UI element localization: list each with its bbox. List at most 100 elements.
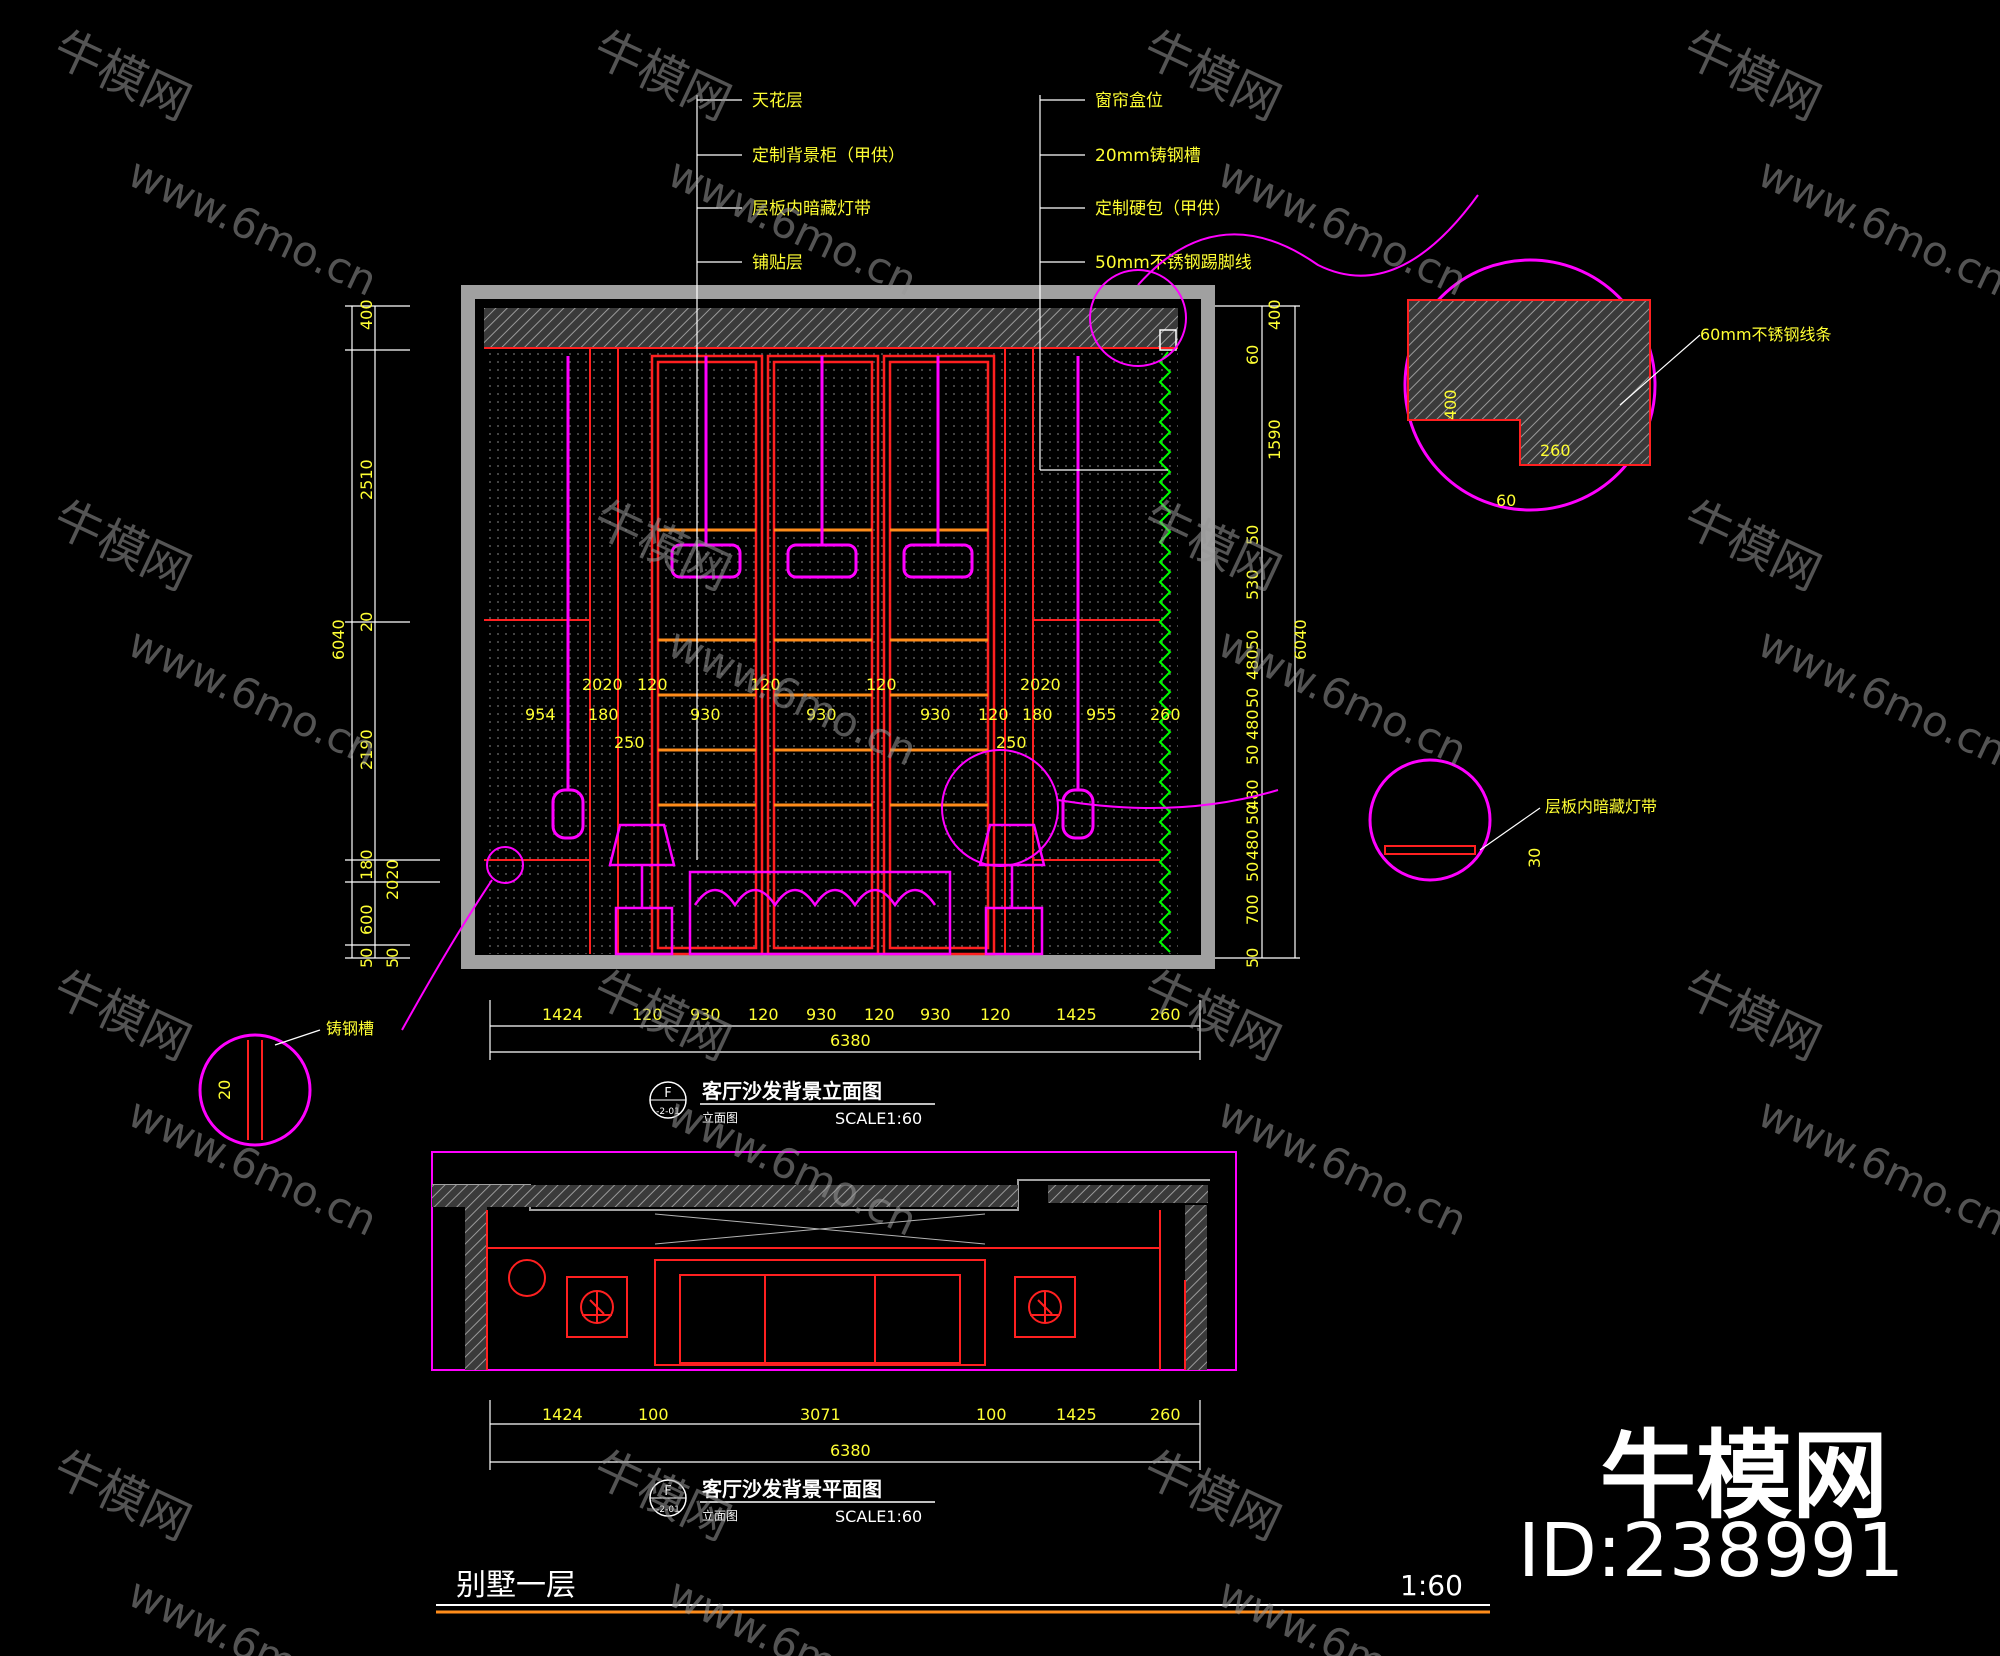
detail-left-dim-20: 20: [215, 1080, 234, 1100]
watermark-brand: 牛模网: [1675, 960, 1829, 1072]
ceiling-layer: [484, 308, 1178, 348]
watermark-brand: 牛模网: [45, 490, 199, 602]
dim-left-50a: 50: [357, 948, 376, 968]
leader-label-skirting: 50mm不锈钢踢脚线: [1095, 253, 1252, 273]
dim-bottom-1424: 1424: [542, 1005, 583, 1024]
dimension-chain-bottom-plan: [489, 1400, 1201, 1470]
dim-bottom-930b: 930: [806, 1005, 837, 1024]
dimension-text-inner: 2020 120 120 120 2020 954 180 930 930 93…: [525, 675, 1181, 752]
elevation-wall-surface: [484, 308, 1178, 954]
curtain-symbol: [1158, 351, 1172, 953]
dim-right-50f: 50: [1243, 862, 1262, 882]
watermark-brand: 牛模网: [45, 1440, 199, 1552]
dim-right-6040: 6040: [1291, 619, 1310, 660]
dim-right-400: 400: [1265, 299, 1284, 330]
pendant-lamps: [551, 356, 1095, 840]
dim-inner-180b: 180: [1022, 705, 1053, 724]
detail-top-dim-260: 260: [1540, 441, 1571, 460]
dim-bottom-120a: 120: [632, 1005, 663, 1024]
watermark-url: www.6mo.cn: [1751, 1088, 2000, 1246]
dim-right-480c: 480: [1243, 779, 1262, 810]
dimension-text-left: 400 2510 6040 20 2190 180 2020 600 50 50: [329, 299, 402, 968]
dim-plan-100b: 100: [976, 1405, 1007, 1424]
footer-scale: 1:60: [1400, 1569, 1463, 1602]
dim-inner-930b: 930: [806, 705, 837, 724]
watermark-url: www.6mo.cn: [661, 148, 925, 306]
watermark-url: www.6mo.cn: [1211, 1088, 1475, 1246]
dim-right-480a: 480: [1243, 649, 1262, 680]
dim-plan-1425: 1425: [1056, 1405, 1097, 1424]
leader-label-curtain-box: 窗帘盒位: [1095, 91, 1163, 111]
dimension-chain-bottom-elev: [489, 1000, 1201, 1060]
watermark-url: www.6mo.cn: [121, 1568, 385, 1656]
dim-inner-930c: 930: [920, 705, 951, 724]
detail-top-label: 60mm不锈钢线条: [1700, 325, 1832, 344]
title-plan-sub: 立面图: [702, 1508, 738, 1523]
detail-mid-dim-30: 30: [1525, 848, 1544, 868]
dim-right-50d: 50: [1243, 745, 1262, 765]
dim-right-50c: 50: [1243, 688, 1262, 708]
dim-left-600: 600: [357, 904, 376, 935]
watermark-brand: 牛模网: [1135, 960, 1289, 1072]
watermark-brand: 牛模网: [1135, 20, 1289, 132]
title-plan-marker: F: [664, 1484, 671, 1499]
dim-bottom-total: 6380: [830, 1031, 871, 1050]
dimension-chain-left: [345, 305, 440, 959]
leader-label-cabinet: 定制背景柜（甲供）: [752, 146, 905, 166]
dim-inner-180a: 180: [588, 705, 619, 724]
dim-right-50g: 50: [1243, 948, 1262, 968]
dim-left-20: 20: [357, 612, 376, 632]
dim-inner-120b: 120: [750, 675, 781, 694]
title-plan-text: 客厅沙发背景平面图: [701, 1477, 882, 1501]
leader-label-steel-groove: 20mm铸钢槽: [1095, 146, 1201, 166]
watermark-brand: 牛模网: [45, 960, 199, 1072]
sofa-elevation: [608, 823, 1046, 956]
leader-label-ceiling: 天花层: [752, 91, 803, 111]
dim-right-50b: 50: [1243, 630, 1262, 650]
dim-bottom-120c: 120: [864, 1005, 895, 1024]
detail-left-label: 铸钢槽: [326, 1019, 374, 1038]
dim-left-2190: 2190: [357, 729, 376, 770]
title-plan-marker-sub: -2-01: [656, 1505, 680, 1515]
watermark-url: www.6mo.cn: [1751, 618, 2000, 776]
detail-mid-label: 层板内暗藏灯带: [1545, 797, 1657, 816]
title-block-elevation: F -2-01 客厅沙发背景立面图 立面图 SCALE1:60: [649, 1079, 935, 1128]
dim-right-700: 700: [1243, 894, 1262, 925]
brand-logo-text: 牛模网: [1600, 1420, 1888, 1532]
dim-inner-2020a: 2020: [582, 675, 623, 694]
title-elev-scale: SCALE1:60: [835, 1109, 922, 1128]
dim-right-60: 60: [1243, 345, 1262, 365]
dim-inner-954: 954: [525, 705, 556, 724]
plan-outline: [431, 1151, 1237, 1371]
watermark-url: www.6mo.cn: [1211, 148, 1475, 306]
dim-bottom-930c: 930: [920, 1005, 951, 1024]
elevation-wall-frame: [461, 285, 1215, 969]
brand-id: ID:238991: [1518, 1508, 1905, 1594]
watermark-brand: 牛模网: [585, 1440, 739, 1552]
dimension-text-bottom-plan: 1424 100 3071 100 1425 260 6380: [542, 1405, 1181, 1460]
title-elev-sub: 立面图: [702, 1110, 738, 1125]
detail-bubble-left: 铸钢槽 20: [198, 846, 524, 1147]
leader-label-tiling: 铺贴层: [752, 253, 803, 273]
plan-view: [431, 1151, 1237, 1371]
leader-labels-left: 天花层 定制背景柜（甲供） 层板内暗藏灯带 铺贴层: [752, 91, 905, 273]
dim-inner-930a: 930: [690, 705, 721, 724]
dim-inner-2020b: 2020: [1020, 675, 1061, 694]
watermark-url: www.6mo.cn: [1751, 148, 2000, 306]
dim-inner-250a: 250: [614, 733, 645, 752]
title-elev-text: 客厅沙发背景立面图: [701, 1079, 882, 1103]
dim-plan-1424: 1424: [542, 1405, 583, 1424]
dim-right-530: 530: [1243, 569, 1262, 600]
title-elev-marker-sub: -2-01: [656, 1107, 680, 1117]
watermark-brand: 牛模网: [585, 960, 739, 1072]
dim-left-6040: 6040: [329, 619, 348, 660]
dimension-text-bottom-elev: 1424 120 930 120 930 120 930 120 1425 26…: [542, 1005, 1181, 1050]
dim-left-400: 400: [357, 299, 376, 330]
leader-lines: [696, 95, 1168, 860]
watermark-url: www.6mo.cn: [121, 1088, 385, 1246]
dim-right-50e: 50: [1243, 805, 1262, 825]
dimension-text-right: 400 60 1590 50 530 50 480 50 480 50 480 …: [1243, 299, 1310, 968]
leader-label-led-strip: 层板内暗藏灯带: [752, 199, 871, 219]
title-elev-marker: F: [664, 1086, 671, 1101]
